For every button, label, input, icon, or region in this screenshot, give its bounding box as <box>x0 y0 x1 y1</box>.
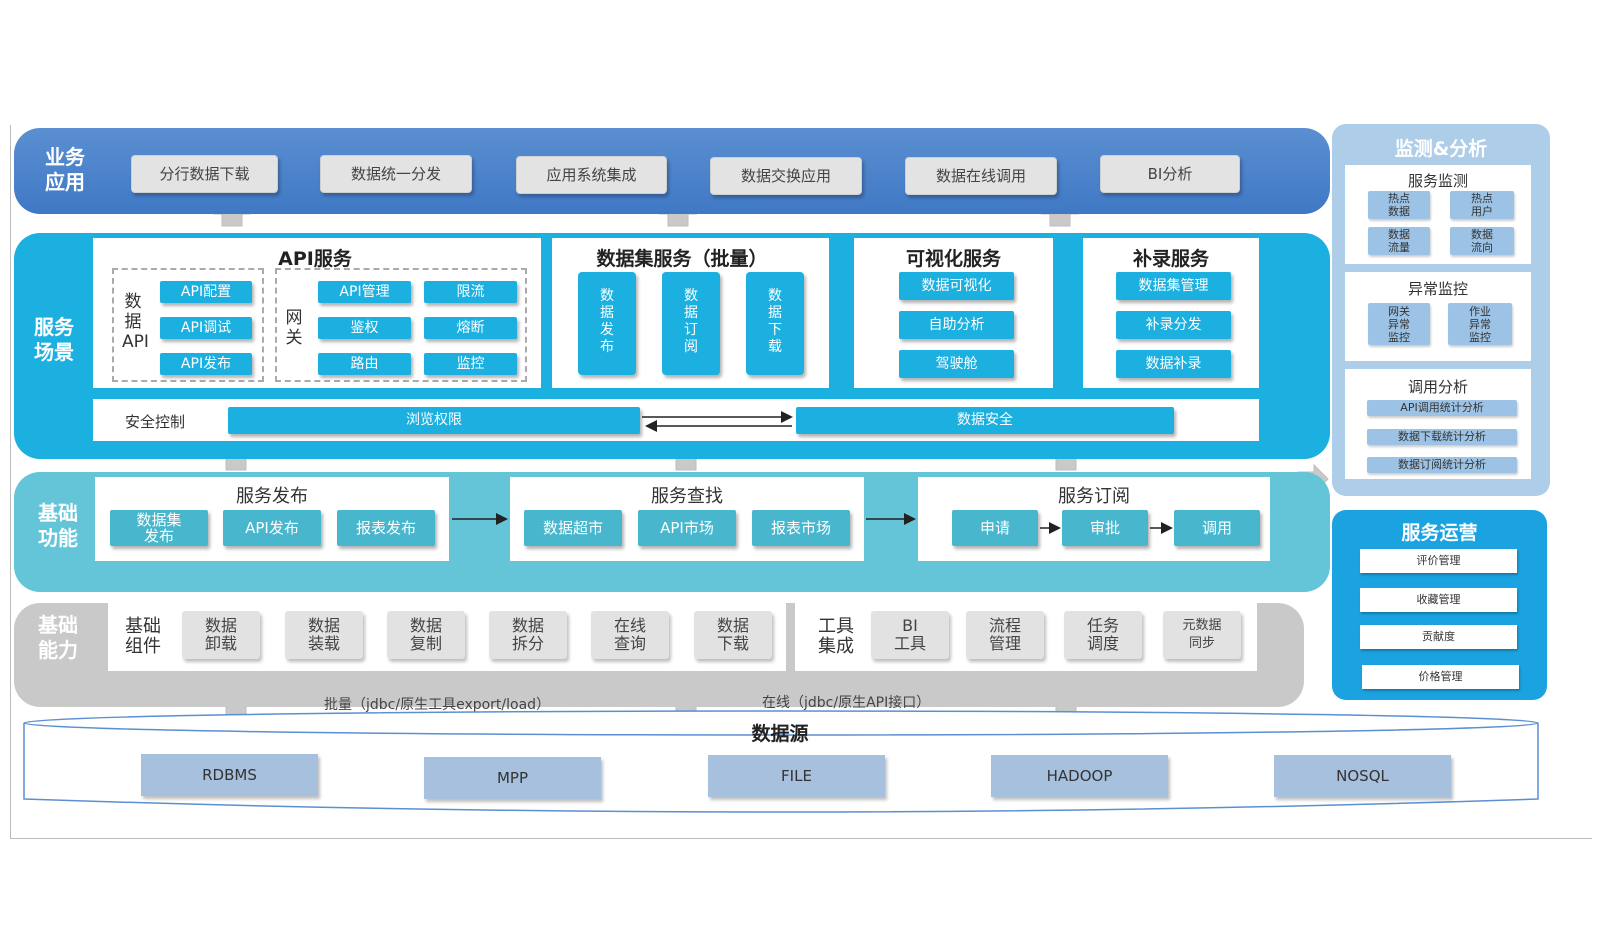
rating-manage-button[interactable]: 评价管理 <box>1360 549 1517 573</box>
business-label: 业务 应用 <box>45 145 85 194</box>
gateway-exception-box[interactable]: 网关 异常 监控 <box>1368 303 1430 345</box>
data-download-button[interactable]: 数 据 下 载 <box>746 272 804 375</box>
batch-note: 批量（jdbc/原生工具export/load） <box>324 697 551 713</box>
exception-monitor-title: 异常监控 <box>1407 280 1468 298</box>
hot-data-box[interactable]: 热点 数据 <box>1368 191 1430 219</box>
search-title: 服务查找 <box>651 486 723 507</box>
auth-button[interactable]: 鉴权 <box>318 317 411 339</box>
invoke-button[interactable]: 调用 <box>1174 510 1260 546</box>
dataset-publish-button[interactable]: 数据集 发布 <box>110 510 208 546</box>
apply-button[interactable]: 申请 <box>952 510 1038 546</box>
outer-frame <box>10 125 1592 839</box>
favorite-manage-button[interactable]: 收藏管理 <box>1360 588 1517 612</box>
approve-button[interactable]: 审批 <box>1062 510 1148 546</box>
hot-user-box[interactable]: 热点 用户 <box>1450 191 1514 219</box>
contribution-button[interactable]: 贡献度 <box>1360 625 1517 649</box>
api-call-stat-bar[interactable]: API调用统计分析 <box>1367 400 1517 416</box>
supplement-service-title: 补录服务 <box>1132 248 1209 270</box>
process-manage-box[interactable]: 流程 管理 <box>966 611 1044 659</box>
operations-title: 服务运营 <box>1401 522 1478 544</box>
data-supplement-button[interactable]: 数据补录 <box>1116 350 1231 378</box>
task-schedule-box[interactable]: 任务 调度 <box>1064 611 1142 659</box>
api-publish-fn-button[interactable]: API发布 <box>223 510 321 546</box>
api-debug-button[interactable]: API调试 <box>160 317 252 339</box>
report-publish-button[interactable]: 报表发布 <box>337 510 435 546</box>
data-unload-box[interactable]: 数据 卸载 <box>182 611 260 659</box>
browse-permission-button[interactable]: 浏览权限 <box>228 407 640 434</box>
dataset-service-title: 数据集服务（批量） <box>596 248 768 270</box>
datasource-title: 数据源 <box>751 723 809 745</box>
data-security-button[interactable]: 数据安全 <box>796 407 1174 434</box>
call-analysis-title: 调用分析 <box>1407 378 1468 396</box>
online-note: 在线（jdbc/原生API接口） <box>762 695 931 711</box>
security-label: 安全控制 <box>124 413 185 431</box>
biz-item[interactable]: 数据交换应用 <box>710 157 862 195</box>
metadata-sync-box[interactable]: 元数据 同步 <box>1163 611 1241 659</box>
data-split-box[interactable]: 数据 拆分 <box>489 611 567 659</box>
file-box[interactable]: FILE <box>708 755 885 797</box>
rate-limit-button[interactable]: 限流 <box>424 281 517 303</box>
mpp-box[interactable]: MPP <box>424 757 601 799</box>
data-download-box[interactable]: 数据 下载 <box>694 611 772 659</box>
report-market-button[interactable]: 报表市场 <box>752 510 850 546</box>
dataset-manage-button[interactable]: 数据集管理 <box>1116 272 1231 300</box>
publish-title: 服务发布 <box>236 486 308 507</box>
gateway-group <box>275 268 527 382</box>
data-load-box[interactable]: 数据 装载 <box>285 611 363 659</box>
basic-function-label: 基础 功能 <box>38 501 78 550</box>
data-visualize-button[interactable]: 数据可视化 <box>899 272 1014 300</box>
data-flow-box[interactable]: 数据 流向 <box>1450 227 1514 255</box>
basic-capability-label: 基础 能力 <box>38 613 78 662</box>
gateway-label: 网 关 <box>285 308 303 348</box>
self-analysis-button[interactable]: 自助分析 <box>899 311 1014 339</box>
biz-item[interactable]: 分行数据下载 <box>131 155 278 193</box>
biz-item[interactable]: 应用系统集成 <box>516 156 667 194</box>
service-monitor-title: 服务监测 <box>1407 172 1468 190</box>
biz-item[interactable]: BI分析 <box>1100 155 1240 193</box>
api-manage-button[interactable]: API管理 <box>318 281 411 303</box>
data-publish-button[interactable]: 数 据 发 布 <box>578 272 636 375</box>
monitor-title: 监测&分析 <box>1394 138 1488 160</box>
biz-item[interactable]: 数据在线调用 <box>905 157 1057 195</box>
data-market-button[interactable]: 数据超市 <box>524 510 622 546</box>
gateway-monitor-button[interactable]: 监控 <box>424 353 517 375</box>
download-stat-bar[interactable]: 数据下载统计分析 <box>1367 429 1517 445</box>
data-traffic-box[interactable]: 数据 流量 <box>1368 227 1430 255</box>
nosql-box[interactable]: NOSQL <box>1274 755 1451 797</box>
circuit-break-button[interactable]: 熔断 <box>424 317 517 339</box>
subscribe-stat-bar[interactable]: 数据订阅统计分析 <box>1367 457 1517 473</box>
price-manage-button[interactable]: 价格管理 <box>1362 665 1519 689</box>
api-service-title: API服务 <box>278 248 352 270</box>
biz-item[interactable]: 数据统一分发 <box>320 155 472 193</box>
online-query-box[interactable]: 在线 查询 <box>591 611 669 659</box>
routing-button[interactable]: 路由 <box>318 353 411 375</box>
api-publish-button[interactable]: API发布 <box>160 353 252 375</box>
supplement-dispatch-button[interactable]: 补录分发 <box>1116 311 1231 339</box>
api-config-button[interactable]: API配置 <box>160 281 252 303</box>
api-market-button[interactable]: API市场 <box>638 510 736 546</box>
hadoop-box[interactable]: HADOOP <box>991 755 1168 797</box>
data-api-label: 数 据 API <box>122 292 149 352</box>
data-subscribe-button[interactable]: 数 据 订 阅 <box>662 272 720 375</box>
tools-label: 工具 集成 <box>818 616 854 657</box>
data-copy-box[interactable]: 数据 复制 <box>387 611 465 659</box>
data-api-group <box>112 268 264 382</box>
job-exception-box[interactable]: 作业 异常 监控 <box>1448 303 1512 345</box>
service-label: 服务 场景 <box>34 315 74 364</box>
bi-tools-box[interactable]: BI 工具 <box>871 611 949 659</box>
visual-service-title: 可视化服务 <box>905 248 1001 270</box>
components-label: 基础 组件 <box>125 616 161 657</box>
rdbms-box[interactable]: RDBMS <box>141 754 318 796</box>
cockpit-button[interactable]: 驾驶舱 <box>899 350 1014 378</box>
subscribe-title: 服务订阅 <box>1058 486 1130 507</box>
